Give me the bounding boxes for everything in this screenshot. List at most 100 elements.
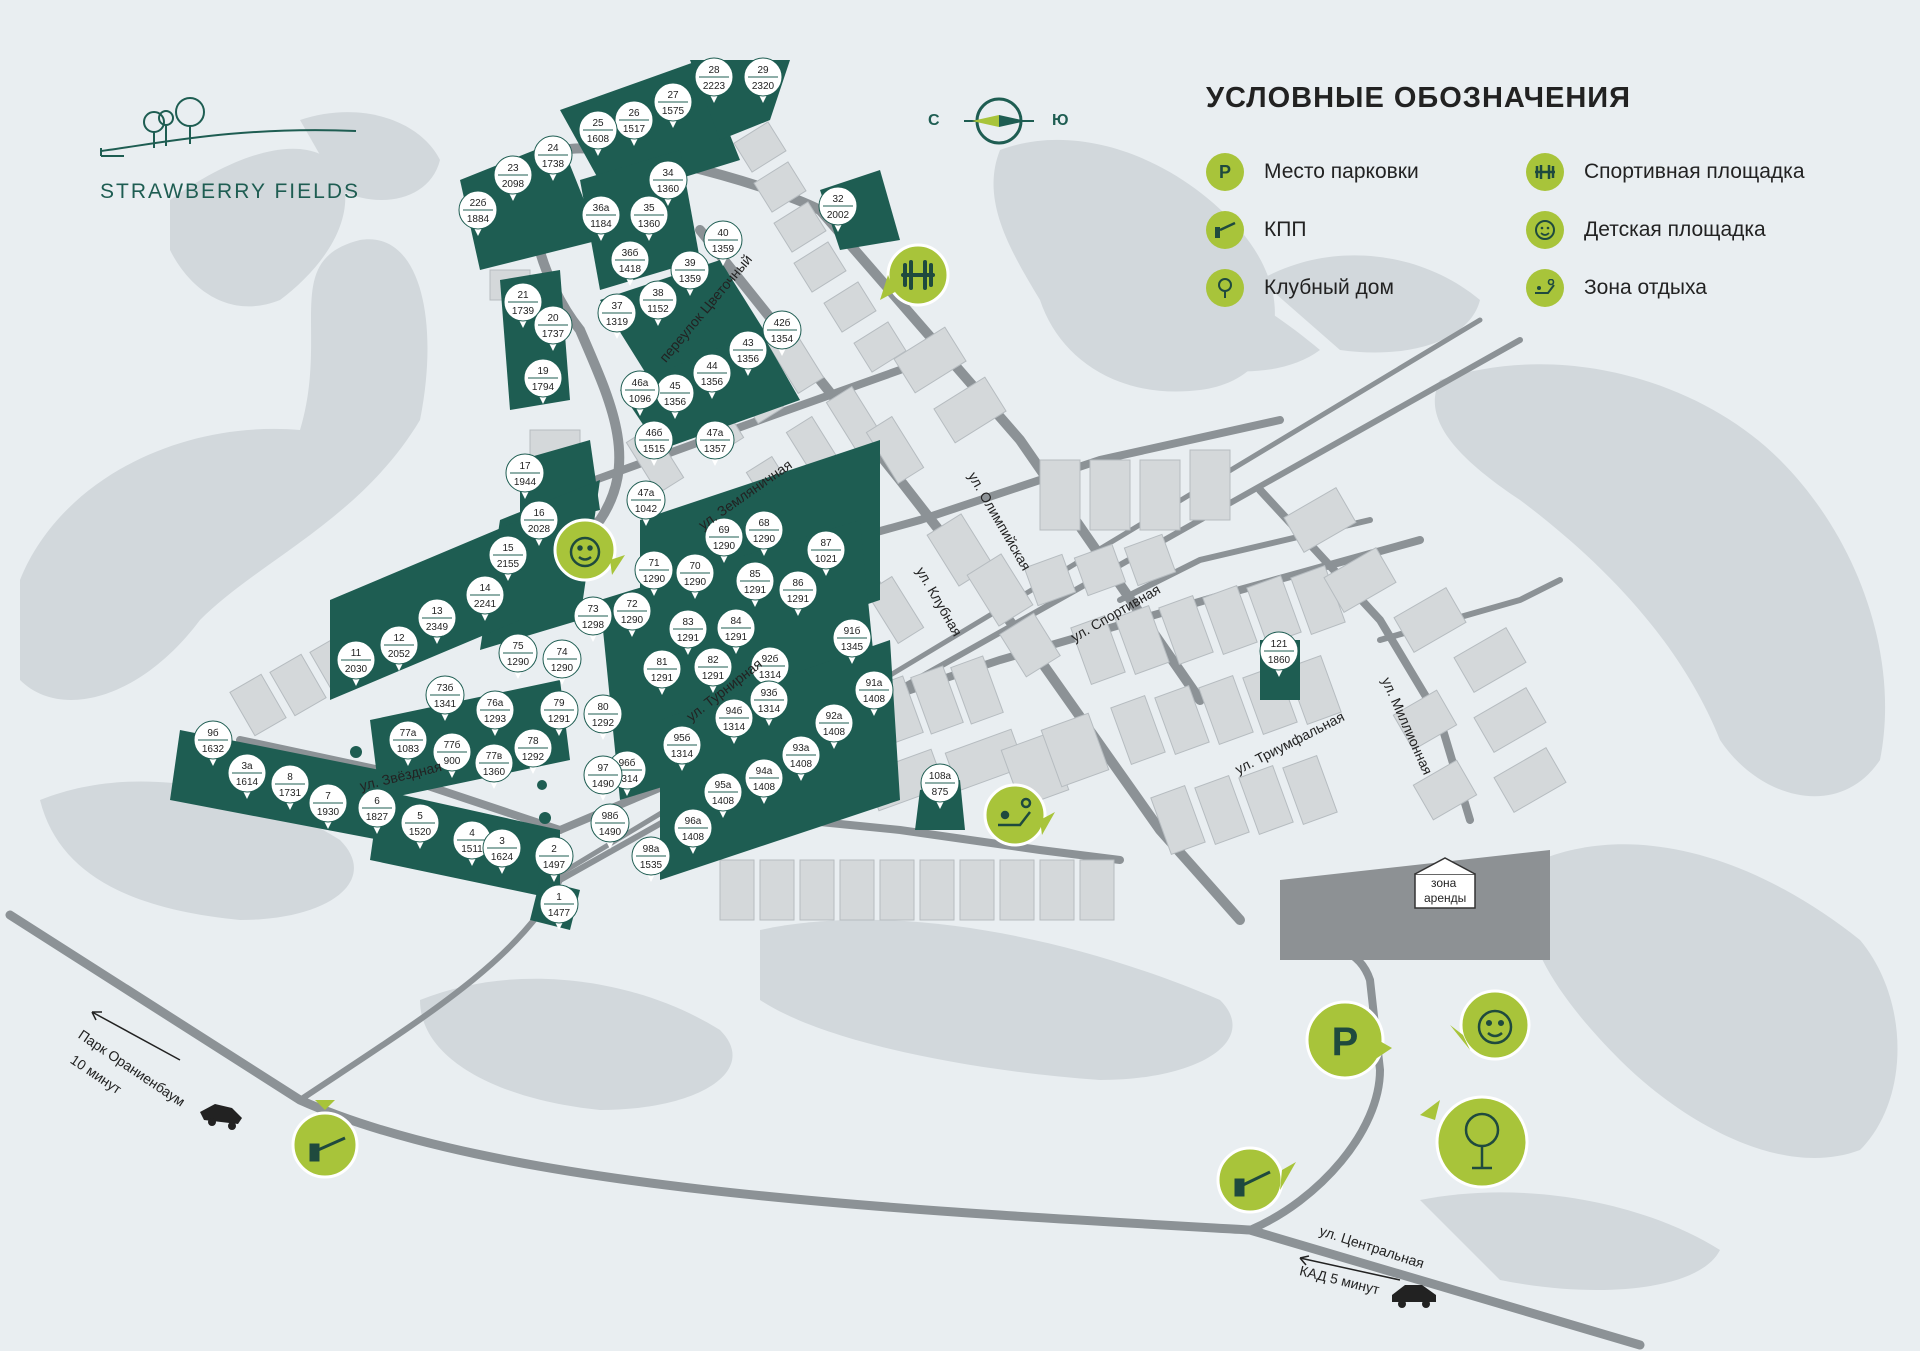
plot-bubble-tip: [416, 841, 424, 849]
plot-number: 36а: [593, 203, 610, 214]
playground-marker[interactable]: [553, 518, 625, 582]
plot-number: 75: [512, 641, 524, 652]
plot-number: 23: [507, 163, 519, 174]
plot-bubble-tip: [645, 233, 653, 241]
plot-area: 1314: [723, 722, 746, 733]
sports-ground-marker[interactable]: [880, 243, 950, 307]
plot-number: 73б: [437, 682, 454, 694]
playground-marker-2[interactable]: [1450, 989, 1531, 1061]
plot-area: 1290: [551, 663, 574, 674]
parking-marker[interactable]: P: [1305, 1000, 1392, 1080]
checkpoint-marker-east[interactable]: [1216, 1146, 1296, 1214]
plot-number: 82: [707, 655, 719, 666]
checkpoint-marker-west[interactable]: [291, 1100, 359, 1179]
relax-zone-marker[interactable]: [983, 783, 1055, 847]
clubhouse-marker[interactable]: [1420, 1095, 1529, 1189]
